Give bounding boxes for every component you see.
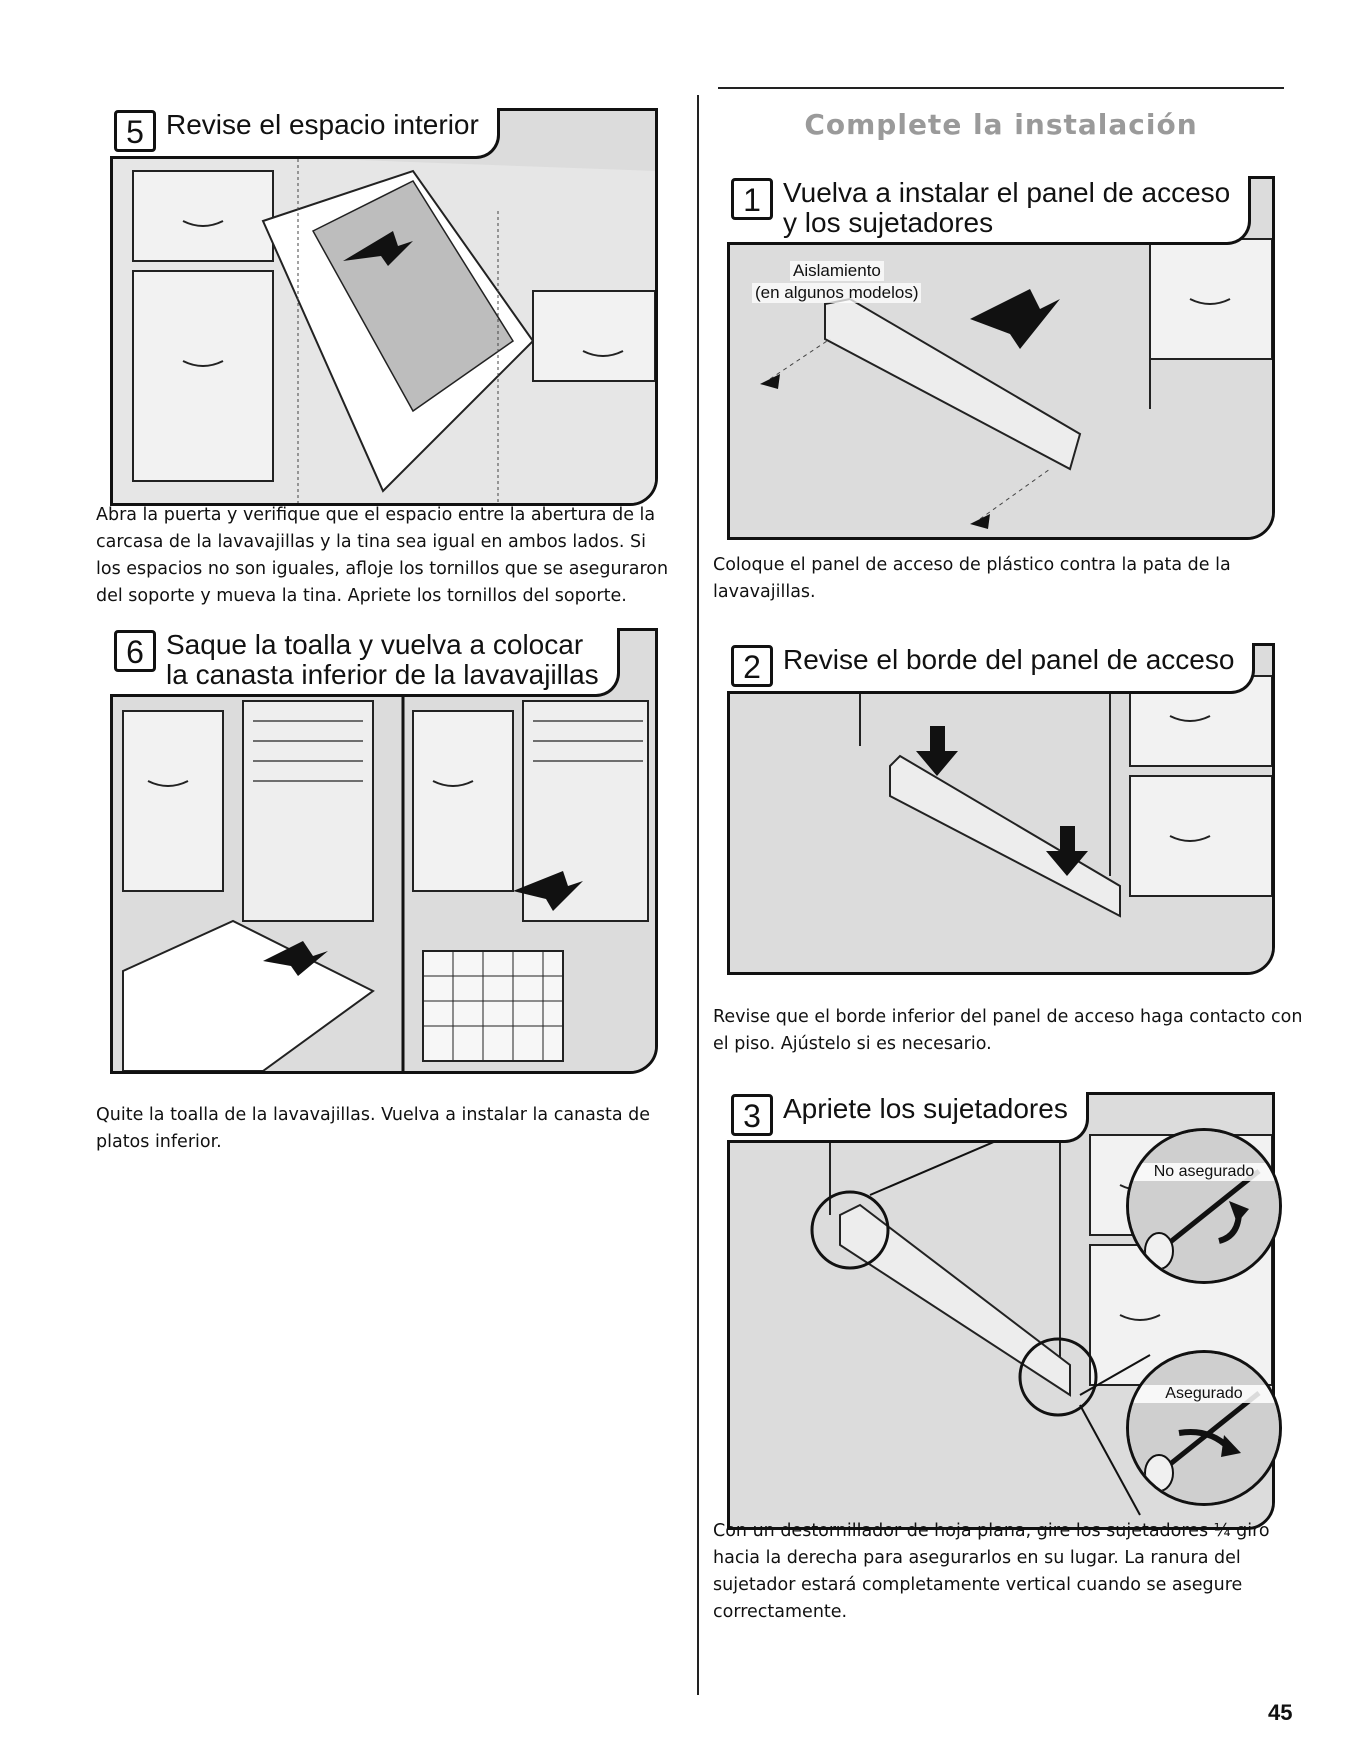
complete-step-3-header: 3 Apriete los sujetadores (727, 1092, 1089, 1143)
step-5-number: 5 (114, 110, 156, 152)
step-6-title: Saque la toalla y vuelva a colocar la ca… (166, 630, 599, 690)
access-panel-edge-drawing (730, 646, 1272, 972)
complete-step-2-header: 2 Revise el borde del panel de acceso (727, 643, 1255, 694)
unsecured-label: No asegurado (1129, 1163, 1279, 1181)
complete-step-3-title: Apriete los sujetadores (783, 1094, 1068, 1124)
complete-step-2-title: Revise el borde del panel de acceso (783, 645, 1234, 675)
secured-label: Asegurado (1129, 1385, 1279, 1403)
complete-step-1-header: 1 Vuelva a instalar el panel de acceso y… (727, 176, 1251, 245)
step-6-header: 6 Saque la toalla y vuelva a colocar la … (110, 628, 620, 697)
step-6-number: 6 (114, 630, 156, 672)
dishwasher-gap-drawing (113, 111, 655, 503)
step-5-header: 5 Revise el espacio interior (110, 108, 500, 159)
insulation-models-label: (en algunos modelos) (752, 283, 921, 303)
complete-step-3-text: Con un destornillador de hoja plana, gir… (713, 1518, 1303, 1626)
unsecured-fastener-zoom: No asegurado (1126, 1128, 1282, 1284)
complete-step-1-text: Coloque el panel de acceso de plástico c… (713, 552, 1273, 606)
complete-step-2-number: 2 (731, 645, 773, 687)
section-title: Complete la instalación (718, 108, 1284, 141)
column-divider (697, 95, 699, 1695)
complete-step-1-title: Vuelva a instalar el panel de acceso y l… (783, 178, 1230, 238)
complete-step-1-number: 1 (731, 178, 773, 220)
step-5-title: Revise el espacio interior (166, 110, 479, 140)
towel-rack-drawing (113, 631, 655, 1071)
step-6-text: Quite la toalla de la lavavajillas. Vuel… (96, 1102, 670, 1156)
secured-fastener-drawing (1129, 1353, 1279, 1503)
page-number: 45 (1268, 1700, 1292, 1726)
unsecured-fastener-drawing (1129, 1131, 1279, 1281)
complete-step-2-text: Revise que el borde inferior del panel d… (713, 1004, 1313, 1058)
secured-fastener-zoom: Asegurado (1126, 1350, 1282, 1506)
step-5-text: Abra la puerta y verifique que el espaci… (96, 502, 670, 610)
step-5-illustration (110, 108, 658, 506)
section-rule (718, 87, 1284, 89)
complete-step-3-number: 3 (731, 1094, 773, 1136)
insulation-label: Aislamiento (790, 261, 884, 281)
